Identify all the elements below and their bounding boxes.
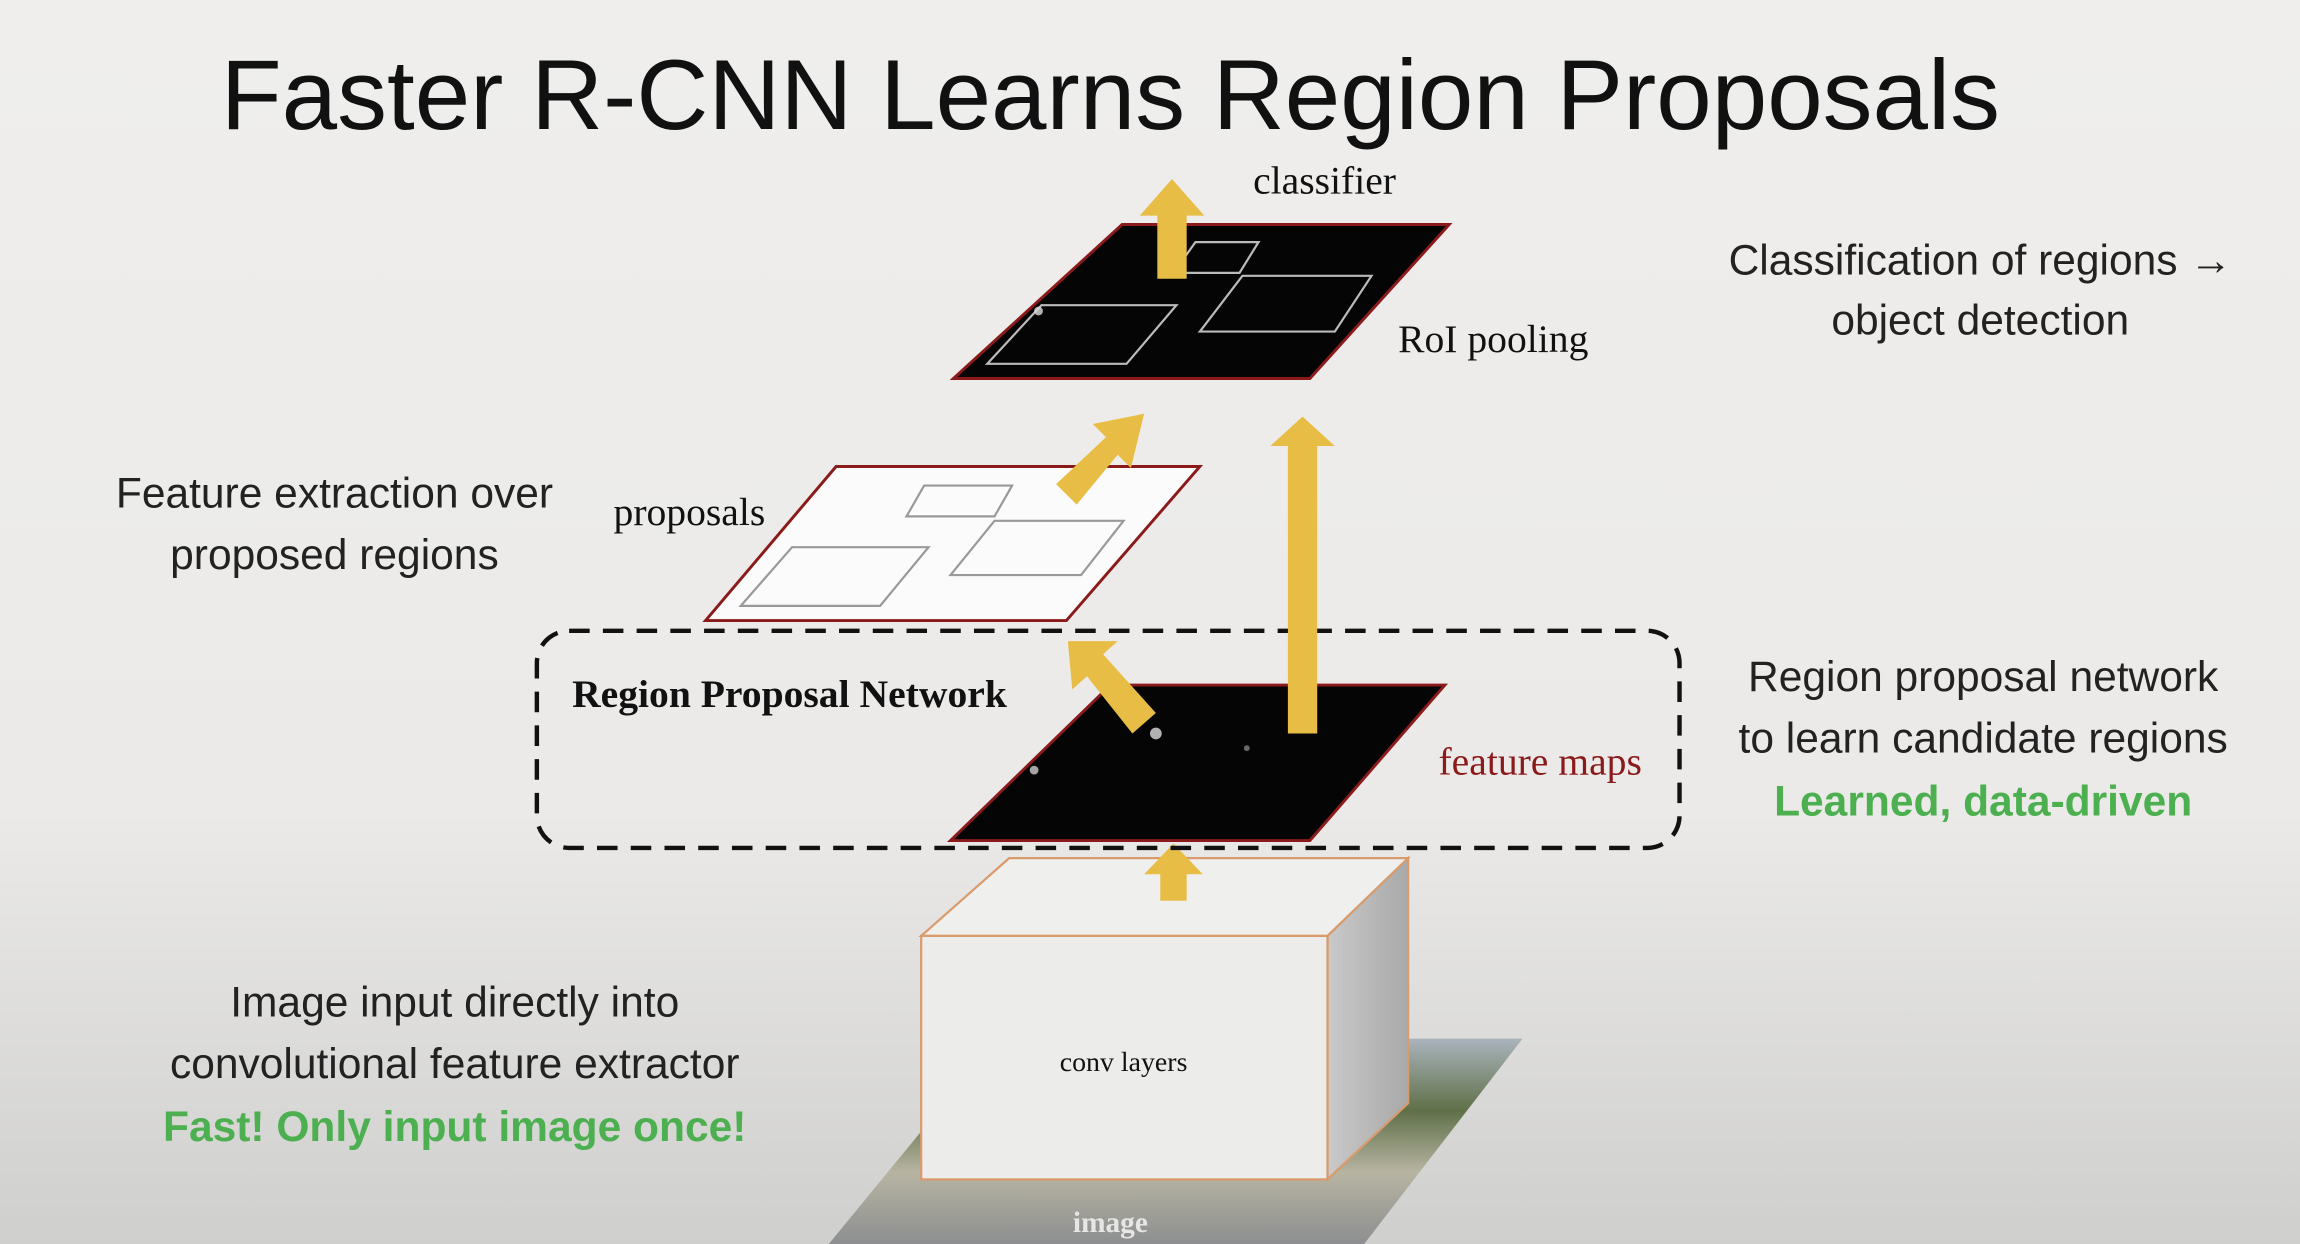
- roi-pooling-map: [949, 223, 1453, 380]
- proposals-layer: [702, 465, 1204, 622]
- rpn-dashed-box: [534, 628, 1682, 851]
- conv-layers-label: conv layers: [1060, 1047, 1188, 1078]
- feature-extraction-annotation: Feature extraction over proposed regions: [116, 470, 553, 580]
- annotation-line: to learn candidate regions: [1739, 715, 2228, 763]
- rpn-label: Region Proposal Network: [572, 672, 1007, 716]
- annotation-line: proposed regions: [170, 531, 499, 579]
- arrow-diagonal-icon: [1056, 413, 1145, 505]
- arrow-up-icon: [1139, 179, 1205, 279]
- classifier-label: classifier: [1253, 159, 1396, 203]
- arrow-diagonal-icon: [1067, 641, 1156, 734]
- annotation-line: Image input directly into: [230, 979, 679, 1027]
- arrow-up-icon: [1270, 416, 1335, 734]
- conv-layers-box: [918, 855, 1411, 1182]
- annotation-line: object detection: [1831, 296, 2129, 344]
- rpn-annotation: Region proposal network to learn candida…: [1739, 653, 2228, 826]
- classification-annotation: Classification of regions → object detec…: [1729, 236, 2232, 344]
- annotation-line: Classification of regions →: [1729, 236, 2232, 284]
- annotation-highlight: Learned, data-driven: [1774, 778, 2192, 826]
- slide-title: Faster R-CNN Learns Region Proposals: [221, 40, 2000, 151]
- feature-maps: [946, 683, 1449, 843]
- roi-pooling-label: RoI pooling: [1398, 317, 1588, 361]
- arrow-up-icon: [1144, 843, 1203, 901]
- feature-maps-label: feature maps: [1438, 740, 1641, 784]
- annotation-line: Feature extraction over: [116, 470, 553, 518]
- proposals-label: proposals: [614, 490, 766, 534]
- annotation-line: Region proposal network: [1748, 653, 2219, 701]
- image-label: image: [1073, 1207, 1148, 1239]
- image-input-annotation: Image input directly into convolutional …: [163, 979, 746, 1152]
- annotation-highlight: Fast! Only input image once!: [163, 1103, 746, 1151]
- annotation-line: convolutional feature extractor: [170, 1040, 740, 1088]
